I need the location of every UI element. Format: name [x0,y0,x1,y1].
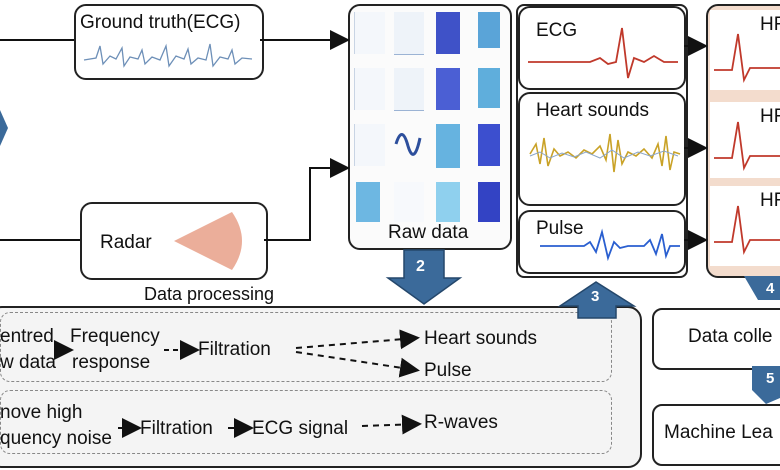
raw-tile-12 [478,124,500,166]
heart-sounds-waveform [529,133,681,173]
raw-tile-13 [356,182,380,222]
machine-learning-label: Machine Lea [664,422,773,443]
hr-wave-2-icon [714,121,780,172]
row1-frequency-line2: response [72,352,151,373]
radar-box: Radar [80,202,268,280]
row2-output-r-waves: R-waves [424,412,498,433]
row1-frequency-line1: Frequency [70,326,160,347]
pulse-box: Pulse [518,210,686,274]
row1-input-line2: w data [0,352,56,373]
data-processing-label: Data processing [144,284,275,304]
processing-row-1-frame [0,312,612,382]
raw-tile-3 [436,12,460,54]
raw-tile-1 [354,12,385,54]
processing-panel [0,306,642,468]
hr-label-1: HR [760,14,780,35]
ground-truth-ecg-waveform [83,43,253,68]
heart-sounds-box: Heart sounds [518,92,686,206]
hr-card-1: HR [710,10,780,90]
ecg-signal-box: ECG [518,6,686,90]
hr-card-3: HR [710,186,780,266]
hr-wave-3-icon [714,205,780,256]
ecg-label: ECG [536,20,578,41]
raw-data-panel: Raw data [348,4,512,250]
row1-output-pulse: Pulse [424,360,472,381]
pulse-label: Pulse [536,218,584,239]
row2-input-line2: quency noise [0,428,112,449]
ground-truth-label: Ground truth(ECG) [80,12,241,33]
raw-data-label: Raw data [388,222,469,243]
raw-tile-5 [354,68,385,110]
radar-label: Radar [100,232,152,253]
raw-tile-16 [478,182,500,222]
row1-output-heart-sounds: Heart sounds [424,328,538,349]
raw-tile-9 [354,124,385,166]
raw-tile-10-wave [394,133,422,156]
hr-label-3: HR [760,190,780,211]
row2-ecg-signal: ECG signal [252,418,349,439]
step-3-number: 3 [591,288,600,305]
data-collection-box: Data colle [652,308,780,370]
row2-input-line1: nove high [0,402,83,423]
step-5-number: 5 [766,370,775,387]
raw-tile-11 [436,124,460,168]
ecg-waveform [528,27,678,79]
heart-sounds-label: Heart sounds [536,100,650,121]
hr-wave-1-icon [714,33,780,84]
ground-truth-box: Ground truth(ECG) [74,4,264,80]
machine-learning-box: Machine Lea [652,404,780,466]
row1-input-line1: entred [0,326,54,347]
hr-label-2: HR [760,106,780,127]
raw-tile-8 [478,68,500,108]
step-2-number: 2 [416,258,425,275]
row1-filtration: Filtration [198,339,271,360]
raw-tile-14 [394,182,424,222]
processing-row-2-frame [0,390,612,454]
pulse-waveform [540,228,680,262]
row2-filtration: Filtration [140,418,213,439]
data-collection-label: Data colle [688,326,773,347]
hr-card-2: HR [710,102,780,178]
raw-tile-6 [394,68,424,111]
raw-tile-2 [394,12,424,55]
raw-tile-4 [478,12,500,48]
step-4-number: 4 [766,280,775,297]
radar-beam-icon [174,212,242,270]
raw-tile-7 [436,68,460,110]
raw-tile-15 [436,182,460,222]
